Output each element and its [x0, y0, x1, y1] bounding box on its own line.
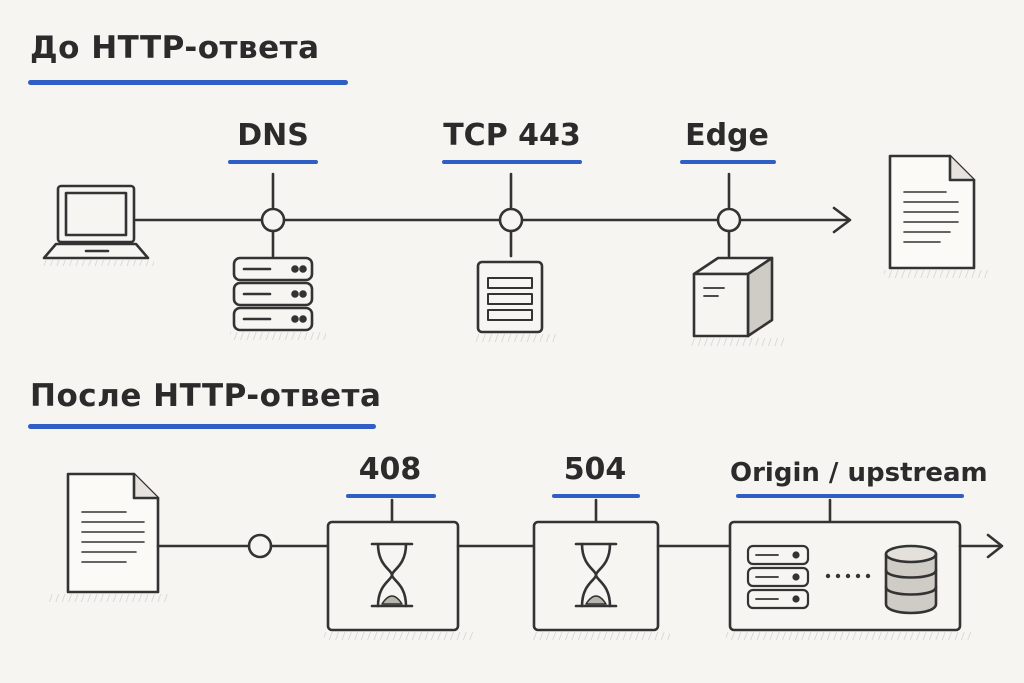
document-icon: [888, 154, 976, 270]
node-label-408-underline: [346, 494, 436, 498]
node-label-dns-underline: [228, 160, 318, 164]
tcp-server-icon: [476, 260, 544, 334]
section-title-before: До HTTP-ответа: [30, 30, 320, 66]
ellipsis-dots: [825, 573, 871, 579]
edge-cube-icon: [692, 256, 774, 338]
node-label-edge-underline: [680, 160, 776, 164]
response-node-circle: [247, 533, 273, 559]
dns-node-circle: [260, 207, 286, 233]
laptop-icon: [42, 184, 150, 260]
hourglass-icon: [574, 542, 618, 608]
section-title-after-underline: [28, 424, 376, 429]
node-label-edge: Edge: [685, 118, 769, 153]
section-title-after: После HTTP-ответа: [30, 378, 382, 414]
node-label-dns: DNS: [237, 118, 309, 153]
hourglass-icon: [370, 542, 414, 608]
node-label-origin: Origin / upstream: [730, 458, 988, 488]
node-label-504-underline: [552, 494, 640, 498]
server-stack-icon: [746, 544, 810, 610]
arrow-head-icon: [986, 533, 1004, 559]
node-label-tcp-underline: [442, 160, 582, 164]
database-icon: [884, 544, 938, 615]
node-label-408: 408: [358, 452, 422, 487]
dns-server-icon: [232, 256, 314, 332]
node-label-504: 504: [563, 452, 627, 487]
section-title-before-underline: [28, 80, 348, 85]
arrow-head-icon: [832, 206, 852, 234]
sketch-shadows: [44, 260, 988, 640]
edge-node-circle: [716, 207, 742, 233]
tcp-node-circle: [498, 207, 524, 233]
document-icon: [66, 472, 160, 594]
node-label-origin-underline: [736, 494, 964, 498]
node-label-tcp: TCP 443: [443, 118, 581, 153]
